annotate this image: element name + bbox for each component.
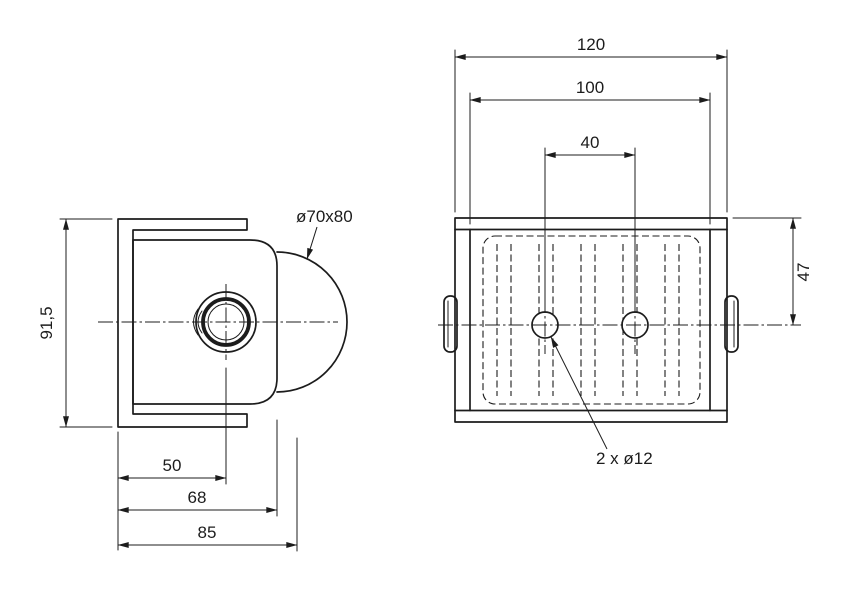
- dim-label-50: 50: [163, 456, 182, 475]
- dim-height-47: 47: [732, 217, 813, 326]
- right-clamp-tab: [724, 295, 739, 353]
- dome-leader-line: [306, 226, 318, 260]
- dome-outline: [276, 251, 348, 393]
- dim-width-100: 100: [469, 78, 711, 225]
- dim-width-40: 40: [544, 133, 636, 158]
- hidden-slot-lines: [496, 244, 680, 396]
- front-outer-rect: [454, 217, 728, 423]
- dim-height-91-5: 91,5: [37, 218, 113, 428]
- hidden-plate-rect: [482, 235, 701, 405]
- dim-label-47: 47: [794, 263, 813, 282]
- body-outline: [132, 239, 278, 405]
- holes-leader-line: [550, 336, 608, 450]
- holes-label: 2 x ø12: [596, 449, 653, 468]
- holes-callout: 2 x ø12: [550, 336, 653, 468]
- dim-width-68: 68: [117, 419, 278, 517]
- dim-label-120: 120: [577, 35, 605, 54]
- dome-callout: ø70x80: [296, 207, 353, 260]
- dim-label-40: 40: [581, 133, 600, 152]
- front-view-dimensions: 120 100 40 47 2 x ø12: [454, 35, 813, 468]
- dome-label: ø70x80: [296, 207, 353, 226]
- dim-label-100: 100: [576, 78, 604, 97]
- dim-width-120: 120: [454, 35, 728, 213]
- dim-width-85: 85: [117, 437, 298, 552]
- side-view: [98, 218, 348, 428]
- dim-label-68: 68: [188, 488, 207, 507]
- dim-width-50: 50: [117, 367, 227, 551]
- front-view: [438, 147, 801, 423]
- left-clamp-tab: [443, 295, 458, 353]
- dim-label-85: 85: [198, 523, 217, 542]
- side-view-dimensions: 91,5 50 68 85 ø70x80: [37, 207, 353, 552]
- dim-label-91-5: 91,5: [37, 306, 56, 339]
- bracket-outline: [117, 218, 248, 428]
